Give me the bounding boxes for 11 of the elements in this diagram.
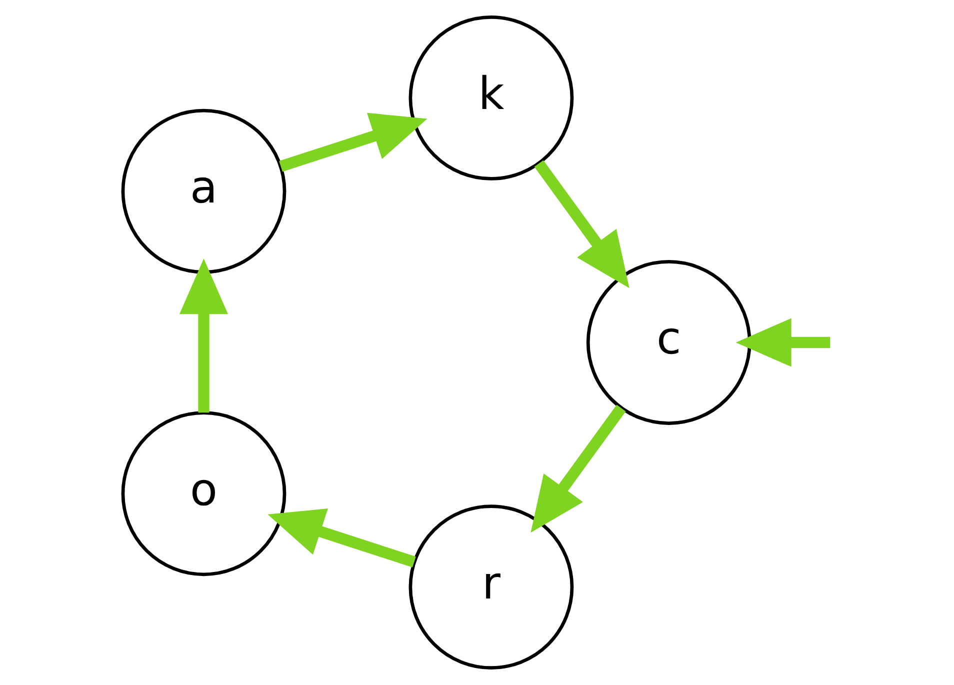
node-circle: a	[120, 108, 286, 274]
arrow	[278, 112, 427, 172]
node-circle: k	[408, 16, 574, 180]
node-circle: r	[408, 504, 574, 670]
node-circle: c	[586, 260, 751, 425]
arrow	[735, 318, 830, 367]
arrow	[534, 160, 629, 288]
arrow	[178, 258, 228, 413]
node-circle: o	[120, 411, 286, 576]
arrow	[267, 508, 416, 568]
arrow	[530, 404, 626, 533]
